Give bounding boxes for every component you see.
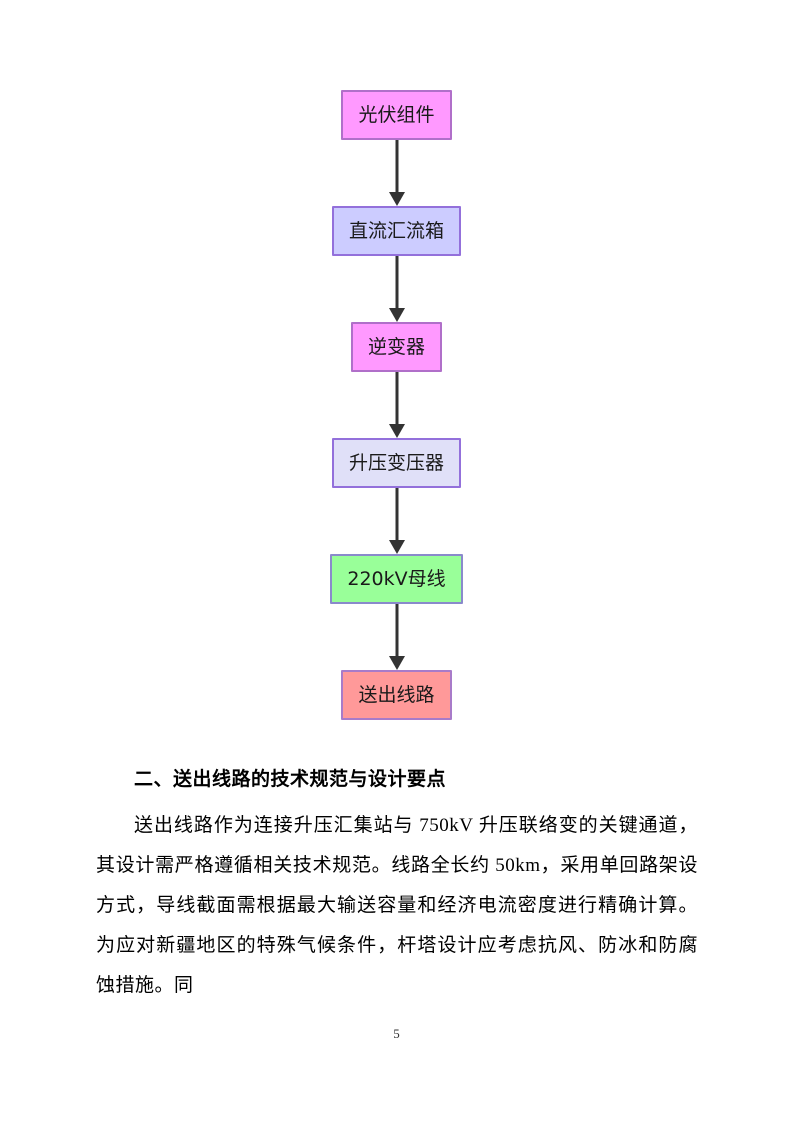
arrow-stem: [395, 372, 398, 428]
node-busbar-220kv: 220kV母线: [330, 554, 463, 604]
node-outgoing-line-label: 送出线路: [358, 683, 435, 706]
node-inverter: 逆变器: [350, 322, 442, 372]
arrow-head: [388, 656, 405, 670]
node-outgoing-line: 送出线路: [341, 670, 452, 720]
arrow-head: [388, 192, 405, 206]
arrow-stem: [395, 140, 398, 196]
node-step-up-transformer: 升压变压器: [331, 438, 461, 488]
node-dc-combiner-box: 直流汇流箱: [331, 206, 461, 256]
node-dc-combiner-box-label: 直流汇流箱: [348, 219, 444, 242]
arrow-stem: [395, 256, 398, 312]
body-paragraph: 送出线路作为连接升压汇集站与 750kV 升压联络变的关键通道，其设计需严格遵循…: [96, 815, 698, 996]
arrow-down-icon: [388, 488, 405, 554]
arrow-down-icon: [388, 256, 405, 322]
section-heading: 二、送出线路的技术规范与设计要点: [134, 769, 447, 790]
arrow-stem: [395, 604, 398, 660]
arrow-stem: [395, 488, 398, 544]
node-pv-modules-label: 光伏组件: [358, 103, 435, 126]
arrow-head: [388, 308, 405, 322]
node-pv-modules: 光伏组件: [341, 90, 452, 140]
node-inverter-label: 逆变器: [367, 335, 425, 358]
page-number: 5: [393, 1026, 400, 1041]
document-body: 二、送出线路的技术规范与设计要点 送出线路作为连接升压汇集站与 750kV 升压…: [96, 760, 698, 1006]
arrow-down-icon: [388, 140, 405, 206]
arrow-head: [388, 540, 405, 554]
arrow-down-icon: [388, 604, 405, 670]
arrow-down-icon: [388, 372, 405, 438]
flowchart-diagram: 光伏组件 直流汇流箱 逆变器 升压变压器 220kV母线 送出线路: [0, 90, 793, 720]
arrow-head: [388, 424, 405, 438]
node-step-up-transformer-label: 升压变压器: [348, 451, 444, 474]
node-busbar-220kv-label: 220kV母线: [347, 567, 446, 590]
